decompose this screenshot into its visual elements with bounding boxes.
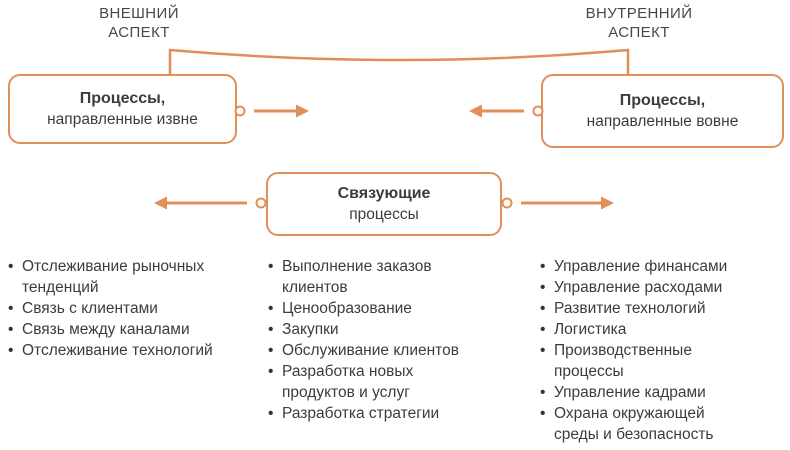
list-item: Охрана окружающей среды и безопасность bbox=[540, 403, 748, 445]
external-processes-list: Отслеживание рыночных тенденций Связь с … bbox=[8, 256, 253, 361]
internal-aspect-label: ВНУТРЕННИЙ АСПЕКТ bbox=[585, 5, 693, 41]
list-item: Разработка новых продуктов и услуг bbox=[268, 361, 480, 403]
list-item: Закупки bbox=[268, 319, 480, 340]
list-item: Производственные процессы bbox=[540, 340, 748, 382]
linking-left-arrow-head bbox=[154, 196, 167, 210]
list-item: Разработка стратегии bbox=[268, 403, 480, 424]
list-item: Связь с клиентами bbox=[8, 298, 253, 319]
linking-processes-box: Связующие процессы bbox=[266, 172, 502, 236]
external-processes-box: Процессы, направленные извне bbox=[8, 74, 237, 144]
list-item: Связь между каналами bbox=[8, 319, 253, 340]
internal-box-title: Процессы, bbox=[619, 92, 706, 109]
list-item: Выполнение заказов клиентов bbox=[268, 256, 480, 298]
external-box-title: Процессы, bbox=[79, 90, 166, 107]
list-item: Управление расходами bbox=[540, 277, 748, 298]
list-item: Отслеживание рыночных тенденций bbox=[8, 256, 253, 298]
linking-box-subtitle: процессы bbox=[349, 206, 419, 223]
list-item: Отслеживание технологий bbox=[8, 340, 253, 361]
linking-right-arrow-head bbox=[601, 196, 614, 210]
internal-arrow-head bbox=[469, 104, 482, 118]
list-item: Ценообразование bbox=[268, 298, 480, 319]
internal-processes-box: Процессы, направленные вовне bbox=[541, 74, 784, 148]
internal-processes-list: Управление финансами Управление расходам… bbox=[540, 256, 748, 445]
aspect-arc-connector bbox=[168, 48, 630, 75]
list-item: Управление финансами bbox=[540, 256, 748, 277]
external-aspect-label: ВНЕШНИЙ АСПЕКТ bbox=[99, 5, 179, 41]
list-item: Обслуживание клиентов bbox=[268, 340, 480, 361]
external-arrow-head bbox=[296, 104, 309, 118]
linking-box-left-dot bbox=[255, 197, 267, 209]
linking-box-right-dot bbox=[501, 197, 513, 209]
internal-box-subtitle: направленные вовне bbox=[586, 113, 739, 130]
list-item: Развитие технологий bbox=[540, 298, 748, 319]
list-item: Управление кадрами bbox=[540, 382, 748, 403]
linking-box-title: Связующие bbox=[337, 185, 431, 202]
external-box-subtitle: направленные извне bbox=[47, 111, 198, 128]
linking-processes-list: Выполнение заказов клиентов Ценообразова… bbox=[268, 256, 480, 424]
list-item: Логистика bbox=[540, 319, 748, 340]
